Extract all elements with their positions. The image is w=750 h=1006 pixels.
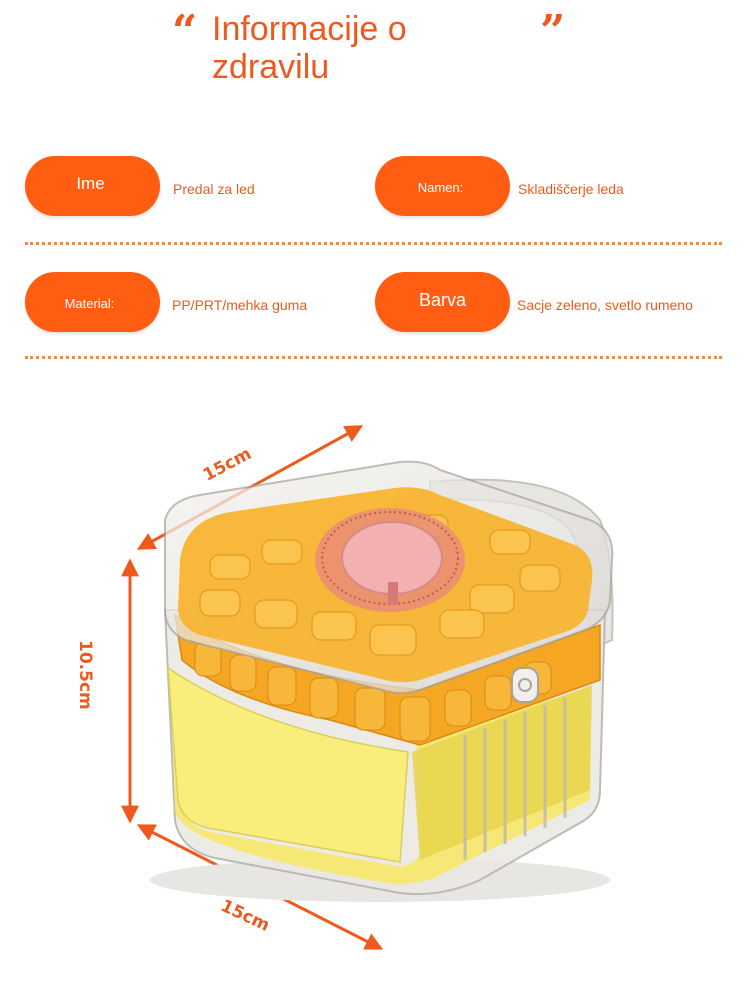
spec-label-name-text: Ime	[76, 174, 105, 193]
page-title-line-2: zdravilu	[212, 48, 330, 86]
lid-latch	[511, 667, 539, 703]
spec-label-material-text: Material:	[64, 295, 115, 311]
spec-label-color-text: Barva	[418, 289, 467, 310]
spec-label-name: Ime	[25, 156, 160, 216]
yellow-drawer-side	[412, 685, 592, 860]
spec-value-name: Predal za led	[173, 181, 255, 197]
spec-label-material: Material:	[25, 272, 160, 332]
divider-2	[25, 356, 722, 359]
ice-box-drawing	[121, 425, 614, 950]
side-ribs	[463, 698, 567, 860]
spec-label-purpose-text: Namen:	[417, 179, 464, 195]
open-quote-icon: “	[172, 6, 198, 57]
yellow-drawer-front	[167, 666, 409, 863]
close-quote-icon: ”	[540, 6, 566, 57]
spec-value-purpose: Skladiščerje leda	[518, 181, 624, 197]
product-illustration: 15cm 10.5cm 15cm	[0, 400, 750, 1001]
spec-value-material: PP/PRT/mehka guma	[172, 297, 308, 313]
spec-label-purpose: Namen:	[375, 156, 510, 216]
ice-tray-cells	[194, 641, 552, 742]
header: “ Informacije o zdravilu ”	[0, 0, 750, 110]
tray-top-cells	[199, 514, 561, 656]
divider-1	[25, 242, 722, 245]
dimension-label-height: 10.5cm	[75, 640, 95, 710]
page-title-line-1: Informacije o	[212, 10, 407, 48]
spec-value-color: Sacje zeleno, svetlo rumeno	[517, 297, 693, 313]
spec-label-color: Barva	[375, 272, 510, 332]
